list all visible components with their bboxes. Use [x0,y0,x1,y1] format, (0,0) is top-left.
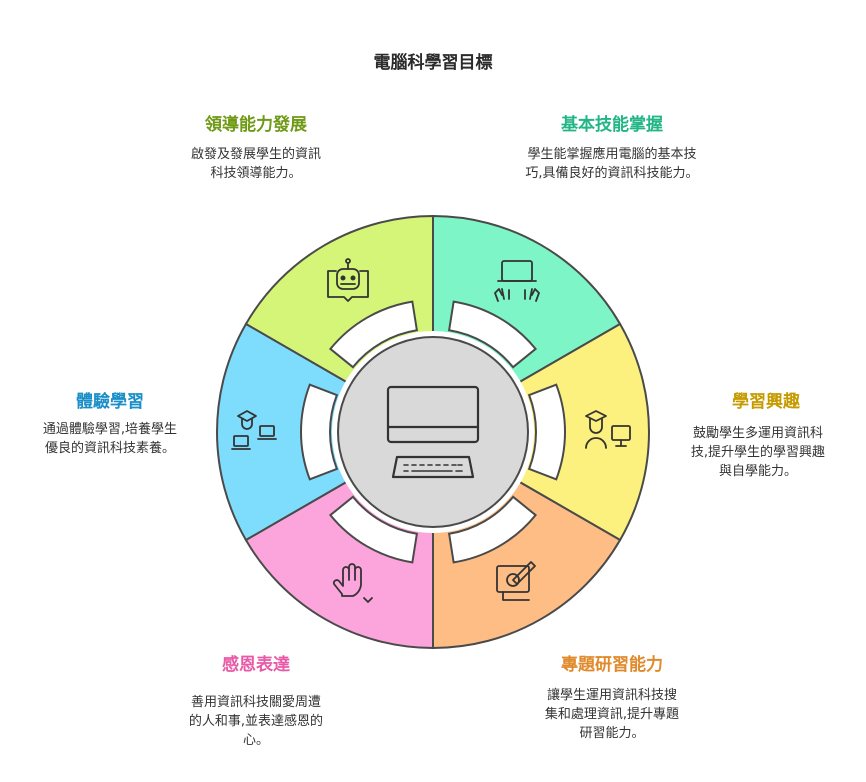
page-title: 電腦科學習目標 [373,53,493,73]
desc-interest: 鼓勵學生多運用資訊科技,提升學生的學習興趣與自學能力。 [690,426,826,479]
desc-leadership: 啟發及發展學生的資訊科技領導能力。 [190,147,321,181]
desc-experiential: 通過體驗學習,培養學生優良的資訊科技素養。 [42,422,178,456]
center-hub [337,336,529,528]
ring-notch [329,300,419,369]
heading-experiential: 體驗學習 [76,392,144,412]
heading-leadership: 領導能力發展 [205,115,307,135]
waving-hand-icon [332,563,373,603]
desc-basic-skills: 學生能掌握應用電腦的基本技巧,具備良好的資訊科技能力。 [525,147,699,181]
heading-interest: 學習興趣 [732,392,800,412]
ring-notch [300,383,339,481]
heading-project: 專題研習能力 [561,655,663,675]
graduate-computer-icon [585,410,631,449]
ring-notch [329,495,419,564]
online-learning-icon [231,410,277,450]
ring-notch [447,300,537,369]
laptop-typing-icon [494,260,540,302]
tablet-drawing-icon [496,561,536,601]
desc-project: 讓學生運用資訊科技搜集和處理資訊,提升專題研習能力。 [544,688,680,741]
heading-basic-skills: 基本技能掌握 [561,115,663,135]
ring-notch [527,383,566,481]
computer-icon [386,385,480,479]
robot-reading-icon [327,258,369,302]
desc-gratitude: 善用資訊科技關愛周遭的人和事,並表達感恩的心。 [188,695,324,748]
heading-gratitude: 感恩表達 [222,655,290,675]
ring-notch [447,495,537,564]
